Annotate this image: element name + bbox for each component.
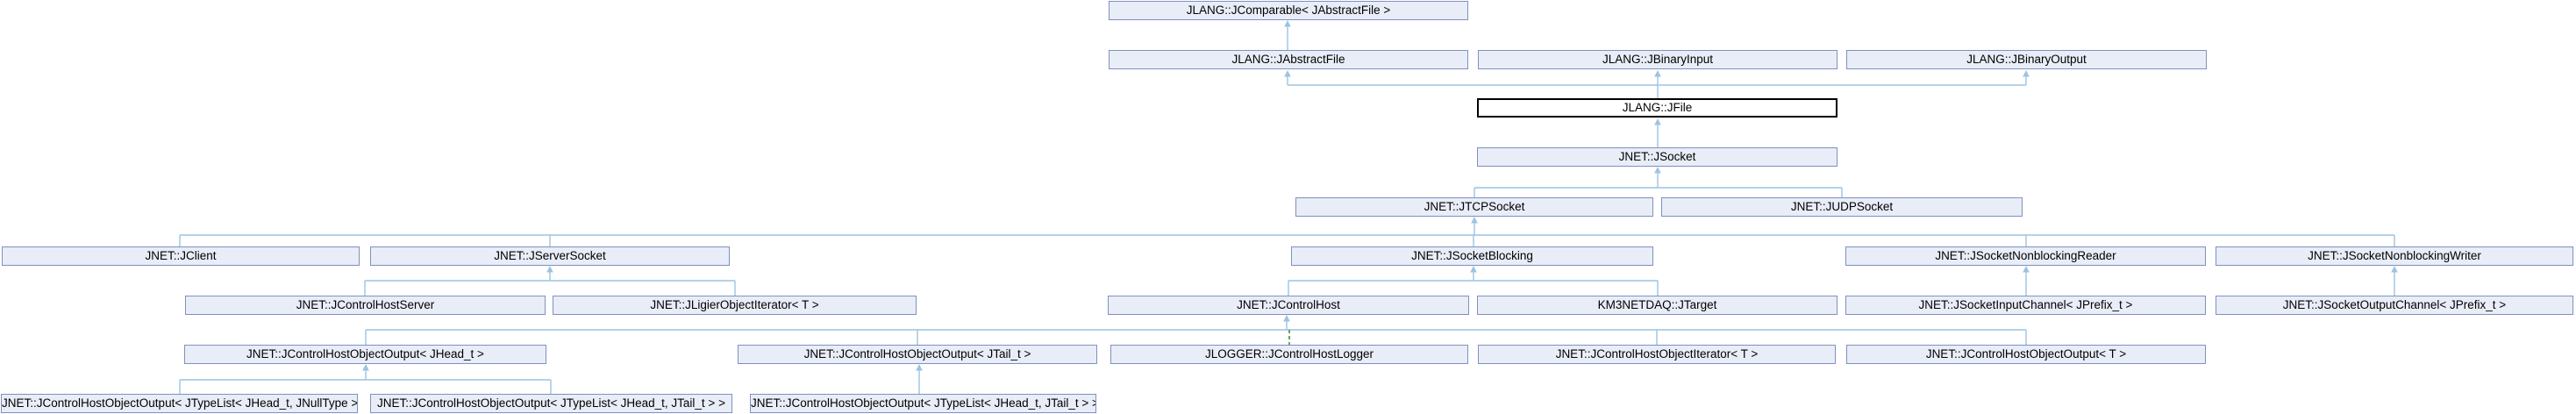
class-node-jabstractfile[interactable]: JLANG::JAbstractFile (1109, 50, 1468, 69)
class-node-jcontrolhost[interactable]: JNET::JControlHost (1108, 296, 1469, 315)
class-node-jcontrolhostobjectoutput-jtail[interactable]: JNET::JControlHostObjectOutput< JTail_t … (738, 345, 1097, 364)
class-node-jsocketinputchannel[interactable]: JNET::JSocketInputChannel< JPrefix_t > (1845, 296, 2206, 315)
class-node-judpsocket[interactable]: JNET::JUDPSocket (1661, 197, 2023, 217)
class-node-jclient[interactable]: JNET::JClient (2, 246, 360, 266)
class-node-jtarget[interactable]: KM3NETDAQ::JTarget (1477, 296, 1837, 315)
class-node-jcontrolhostobjectiterator[interactable]: JNET::JControlHostObjectIterator< T > (1478, 345, 1836, 364)
class-node-jcomparable[interactable]: JLANG::JComparable< JAbstractFile > (1109, 1, 1468, 20)
class-node-jcontrolhostobjectoutput-typelist-jtail-right[interactable]: JNET::JControlHostObjectOutput< JTypeLis… (750, 394, 1096, 413)
class-node-jbinaryinput[interactable]: JLANG::JBinaryInput (1478, 50, 1837, 69)
class-node-jsocket[interactable]: JNET::JSocket (1477, 147, 1837, 167)
class-node-jtcpsocket[interactable]: JNET::JTCPSocket (1295, 197, 1653, 217)
class-node-jcontrolhostserver[interactable]: JNET::JControlHostServer (185, 296, 546, 315)
arrowhead-icons (362, 20, 2398, 371)
class-node-jcontrolhostlogger[interactable]: JLOGGER::JControlHostLogger (1110, 345, 1468, 364)
class-node-jfile-current: JLANG::JFile (1477, 98, 1837, 118)
class-node-jligierobjectiterator[interactable]: JNET::JLigierObjectIterator< T > (553, 296, 917, 315)
class-node-jcontrolhostobjectoutput-jhead[interactable]: JNET::JControlHostObjectOutput< JHead_t … (184, 345, 546, 364)
class-node-jsocketblocking[interactable]: JNET::JSocketBlocking (1291, 246, 1653, 266)
class-node-jsocketoutputchannel[interactable]: JNET::JSocketOutputChannel< JPrefix_t > (2216, 296, 2573, 315)
class-node-jsocketnonblockingreader[interactable]: JNET::JSocketNonblockingReader (1845, 246, 2206, 266)
class-node-jbinaryoutput[interactable]: JLANG::JBinaryOutput (1846, 50, 2207, 69)
class-node-jcontrolhostobjectoutput-typelist-jtail-left[interactable]: JNET::JControlHostObjectOutput< JTypeLis… (370, 394, 732, 413)
class-node-jserversocket[interactable]: JNET::JServerSocket (370, 246, 730, 266)
class-node-jcontrolhostobjectoutput-t[interactable]: JNET::JControlHostObjectOutput< T > (1846, 345, 2206, 364)
class-node-jcontrolhostobjectoutput-typelist-nulltype[interactable]: JNET::JControlHostObjectOutput< JTypeLis… (1, 394, 358, 413)
class-node-jsocketnonblockingwriter[interactable]: JNET::JSocketNonblockingWriter (2216, 246, 2573, 266)
inheritance-edges (179, 25, 2395, 394)
